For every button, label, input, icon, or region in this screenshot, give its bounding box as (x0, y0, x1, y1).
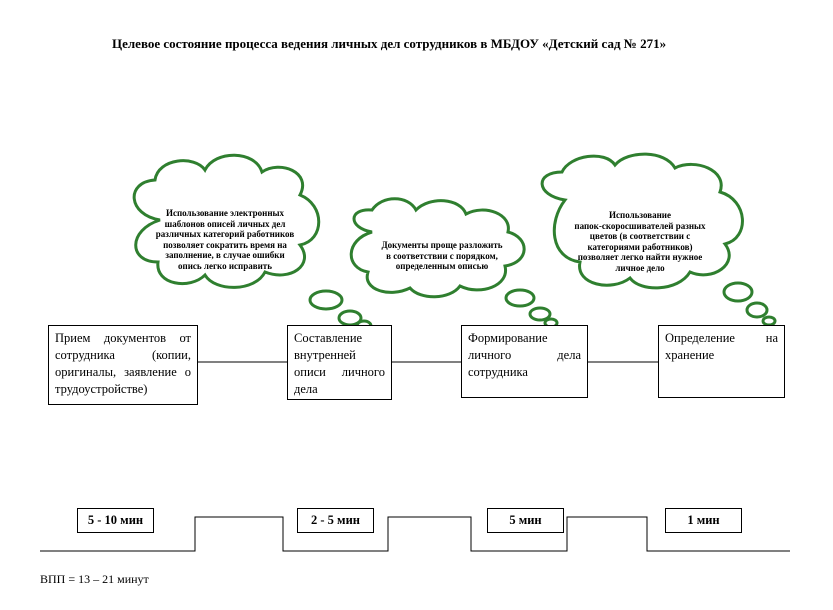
timeline-line (40, 516, 790, 552)
cloud-note-1: Использование электронных шаблонов описе… (150, 208, 300, 271)
time-box-4: 1 мин (665, 508, 742, 533)
step-4-line-2: хранение (665, 348, 715, 362)
step-1-line-4: трудоустройстве) (55, 382, 148, 396)
step-4-line-1: Определение на (665, 331, 778, 345)
cloud-1-line-3: различных категорий работников (155, 229, 295, 239)
cloud-3-line-3: цветов (в соответствии с (589, 231, 691, 241)
time-box-2: 2 - 5 мин (297, 508, 374, 533)
time-box-3: 5 мин (487, 508, 564, 533)
step-2-line-3: описи личного (294, 365, 385, 379)
step-2-line-2: внутренней (294, 348, 356, 362)
process-step-1: Прием документов от сотрудника (копии, о… (48, 325, 198, 405)
step-1-line-1: Прием документов от (55, 331, 191, 345)
process-step-3: Формирование личного дела сотрудника (461, 325, 588, 398)
cloud-2-line-3: определенным описью (395, 261, 489, 271)
cloud-1-line-2: шаблонов описей личных дел (164, 218, 286, 229)
cloud-3-line-6: личное дело (615, 262, 665, 273)
cloud-note-3: Использование папок-скоросшивателей разн… (560, 210, 720, 273)
step-3-line-1: Формирование (468, 331, 548, 345)
cloud-1-line-6: опись легко исправить (178, 260, 272, 271)
step-1-line-2: сотрудника (копии, (55, 348, 191, 362)
cloud-1-line-5: заполнение, в случае ошибки (165, 250, 285, 260)
cloud-1-line-1: Использование электронных (165, 208, 285, 218)
cloud-3-line-1: Использование (609, 210, 671, 220)
process-step-4: Определение на хранение (658, 325, 785, 398)
step-2-line-1: Составление (294, 331, 363, 345)
cloud-3-line-2: папок-скоросшивателей разных (574, 220, 706, 231)
cloud-2-line-1: Документы проще разложить (381, 240, 503, 250)
process-step-2: Составление внутренней описи личного дел… (287, 325, 392, 400)
step-2-line-4: дела (294, 382, 318, 396)
cloud-3-line-4: категориями работников) (587, 241, 693, 252)
step-3-line-2: личного дела (468, 348, 581, 362)
cloud-shape-2 (349, 197, 559, 329)
time-box-1: 5 - 10 мин (77, 508, 154, 533)
step-1-line-3: оригиналы, заявление о (55, 365, 191, 379)
cloud-1-line-4: позволяет сократить время на (163, 239, 287, 250)
cloud-3-line-5: позволяет легко найти нужное (577, 252, 703, 262)
total-lead-time: ВПП = 13 – 21 минут (40, 572, 149, 586)
step-3-line-3: сотрудника (468, 365, 528, 379)
cloud-2-line-2: в соответствии с порядком, (386, 250, 498, 261)
page-title: Целевое состояние процесса ведения личны… (112, 36, 667, 51)
cloud-note-2: Документы проще разложить в соответствии… (372, 240, 512, 272)
cloud-shape-3 (540, 152, 777, 327)
